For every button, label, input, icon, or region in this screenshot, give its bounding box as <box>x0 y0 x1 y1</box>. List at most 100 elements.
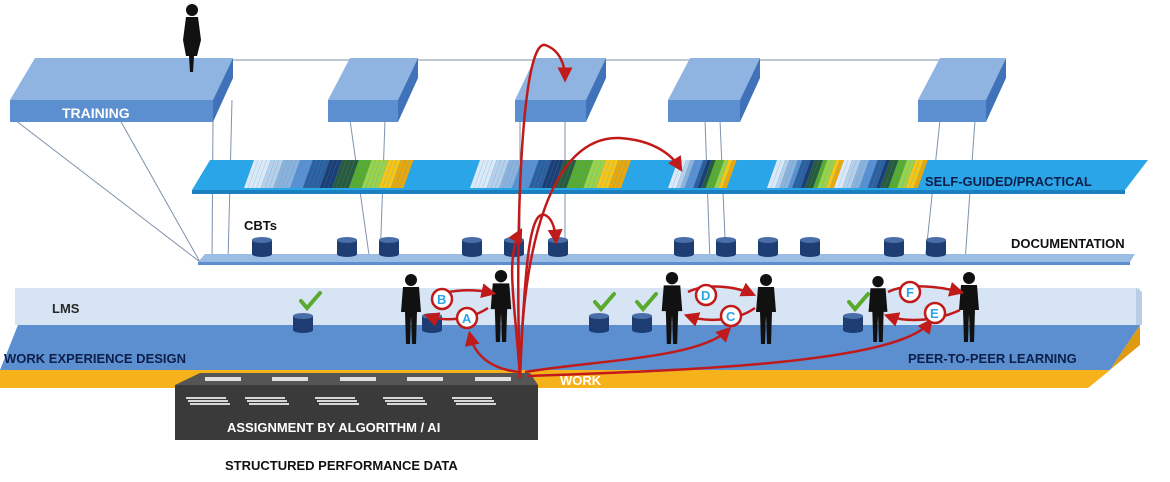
documentation-label: DOCUMENTATION <box>1011 236 1125 251</box>
book-spine <box>813 160 828 188</box>
book-spine <box>340 160 355 188</box>
database-cylinder-icon <box>674 237 694 257</box>
book-spine <box>323 160 338 188</box>
book-spine <box>260 160 275 188</box>
server-slot <box>456 403 496 405</box>
book-spine <box>244 160 258 188</box>
book-spine <box>876 160 890 188</box>
book-spine <box>478 160 493 188</box>
book-spine <box>579 160 594 188</box>
arrow-to-person-e <box>527 318 933 378</box>
book-spine <box>583 160 598 188</box>
book-spine <box>701 160 716 188</box>
book-spine <box>693 160 708 188</box>
database-cylinder-icon <box>548 237 568 257</box>
book-spine <box>871 160 886 188</box>
book-spine <box>357 160 372 188</box>
book-spine <box>608 160 623 188</box>
book-spine <box>311 160 326 188</box>
book-spine <box>520 160 535 188</box>
step-badge-f: F <box>898 280 922 304</box>
book-spine <box>349 160 363 188</box>
book-spine <box>788 160 802 188</box>
book-spine <box>672 160 687 188</box>
book-spine <box>575 160 589 188</box>
book-spine <box>596 160 610 188</box>
book-spine <box>499 160 514 188</box>
book-spine <box>566 160 581 188</box>
server-slot <box>315 397 355 399</box>
book-spine <box>328 160 342 188</box>
book-spine <box>248 160 263 188</box>
svg-text:D: D <box>701 288 710 303</box>
book-spine <box>491 160 505 188</box>
server-slot <box>245 397 285 399</box>
database-cylinder-icon <box>800 237 820 257</box>
server-slot <box>186 397 226 399</box>
book-spine <box>495 160 510 188</box>
database-cylinder-icon <box>884 237 904 257</box>
training-platform-4 <box>668 58 760 122</box>
book-spine <box>591 160 606 188</box>
book-spine <box>850 160 865 188</box>
book-spine <box>533 160 547 188</box>
checkmark-icon <box>299 291 322 312</box>
book-spine <box>783 160 798 188</box>
book-spine <box>796 160 811 188</box>
book-spine <box>256 160 271 188</box>
database-cylinder-icon <box>926 237 946 257</box>
work-experience-platform: WORK EXPERIENCE DESIGN PEER-TO-PEER LEAR… <box>0 325 1140 388</box>
arrow-d <box>687 282 757 297</box>
book-spine <box>336 160 351 188</box>
book-spine <box>689 160 703 188</box>
book-spine <box>722 160 737 188</box>
book-spine <box>294 160 309 188</box>
book-spine <box>587 160 602 188</box>
book-spine <box>507 160 522 188</box>
person-silhouette-icon <box>661 272 683 344</box>
book-spine <box>374 160 389 188</box>
book-spine <box>804 160 819 188</box>
server-slot <box>272 377 308 381</box>
step-badge-b: B <box>430 287 454 311</box>
server-slot <box>387 403 427 405</box>
server-slot <box>319 403 359 405</box>
book-spine <box>888 160 903 188</box>
book-spine <box>913 160 928 188</box>
book-spine <box>353 160 368 188</box>
book-spine <box>718 160 733 188</box>
arrow-to-training <box>517 43 573 379</box>
svg-text:A: A <box>462 311 472 326</box>
database-cylinder-icon <box>293 313 313 333</box>
person-silhouette-icon <box>756 274 776 344</box>
server-slot <box>188 400 228 402</box>
book-spine <box>905 160 920 188</box>
svg-text:C: C <box>726 309 736 324</box>
book-spine <box>570 160 585 188</box>
book-spine <box>512 160 526 188</box>
server-slot <box>383 397 423 399</box>
book-spine <box>503 160 518 188</box>
book-spine <box>775 160 790 188</box>
book-spine <box>537 160 552 188</box>
book-spine <box>600 160 615 188</box>
book-spine <box>617 160 631 188</box>
book-spine <box>378 160 393 188</box>
book-spine <box>842 160 857 188</box>
training-platform-5 <box>918 58 1006 122</box>
book-spine <box>771 160 786 188</box>
book-spine <box>558 160 573 188</box>
book-spine <box>302 160 317 188</box>
work-label: WORK <box>560 373 602 388</box>
checkmarks <box>299 291 870 313</box>
arrow-f <box>887 282 965 297</box>
server-slot <box>317 400 357 402</box>
book-spine <box>863 160 878 188</box>
database-cylinder-icon <box>843 313 863 333</box>
person-silhouette-icon <box>959 272 979 342</box>
book-spine <box>830 160 844 188</box>
book-spine <box>549 160 564 188</box>
book-spine <box>867 160 882 188</box>
book-spine <box>821 160 836 188</box>
